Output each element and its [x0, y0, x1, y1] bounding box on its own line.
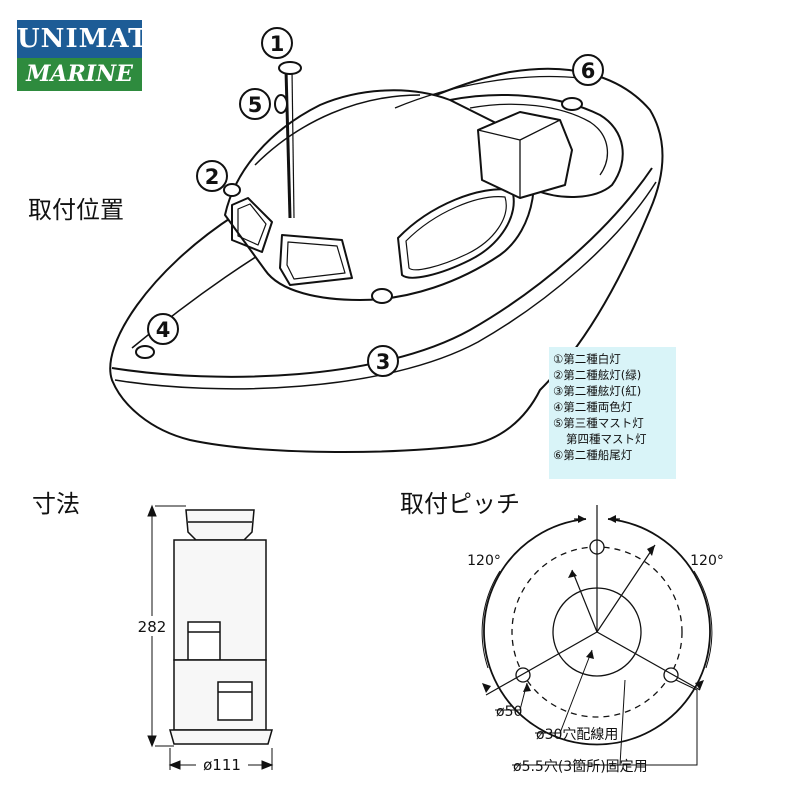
- light-5-masthead: [274, 94, 288, 114]
- callout-3: 3: [367, 345, 399, 377]
- light-4-bicolor: [135, 345, 155, 359]
- legend-item-2: ②第二種舷灯(緑): [553, 368, 642, 382]
- logo-line1: UNIMAT: [17, 20, 147, 58]
- angle-left-label: 120°: [467, 553, 501, 569]
- boat-seat: [477, 111, 573, 199]
- heading-dimensions: 寸法: [32, 490, 80, 518]
- legend-item-6: ⑥第二種船尾灯: [553, 448, 633, 462]
- window-front: [279, 234, 353, 286]
- svg-text:4: 4: [156, 318, 171, 342]
- heading-mounting-pitch: 取付ピッチ: [400, 490, 520, 518]
- pitch-diagram: [481, 505, 713, 766]
- boat-cockpit: [449, 94, 624, 198]
- fix-hole-left: [515, 667, 531, 683]
- legend-item-1: ①第二種白灯: [553, 352, 621, 366]
- leader-pcd: [495, 682, 528, 711]
- lamp-side-view: [169, 509, 273, 745]
- legend-item-5: ⑤第三種マスト灯: [553, 416, 644, 430]
- light-6-stern: [561, 97, 583, 111]
- mast: [284, 69, 292, 219]
- dimension-height-label: 282: [138, 618, 167, 636]
- boat-rubrail: [111, 167, 653, 378]
- light-legend: ①第二種白灯 ②第二種舷灯(緑) ③第二種舷灯(紅) ④第二種両色灯 ⑤第三種マ…: [549, 347, 676, 479]
- light-2-green: [223, 183, 241, 197]
- lamp-base: [169, 729, 273, 745]
- dimension-width-label: ø111: [203, 756, 241, 774]
- mast-light: [278, 61, 302, 75]
- svg-text:6: 6: [581, 59, 596, 83]
- leader-fix: [512, 679, 698, 766]
- light-3-red: [371, 288, 393, 304]
- callout-1: 1: [261, 27, 293, 59]
- fix-hole-right: [663, 667, 679, 683]
- callout-5: 5: [239, 88, 271, 120]
- callout-6: 6: [572, 54, 604, 86]
- center-hole-label: ø30穴配線用: [536, 727, 618, 743]
- lamp-lens: [185, 509, 255, 541]
- svg-text:2: 2: [205, 165, 220, 189]
- lamp-window-upper: [187, 621, 221, 661]
- svg-text:5: 5: [248, 93, 263, 117]
- angle-right-label: 120°: [690, 553, 724, 569]
- legend-item-3: ③第二種舷灯(紅): [553, 384, 642, 398]
- legend-item-4: ④第二種両色灯: [553, 400, 633, 414]
- callout-4: 4: [147, 313, 179, 345]
- svg-text:3: 3: [376, 350, 391, 374]
- boat-callouts: 1 5 2 6 4 3: [147, 27, 604, 377]
- pcd-label: ø50: [496, 704, 522, 720]
- svg-text:1: 1: [270, 32, 285, 56]
- leader-center: [535, 649, 593, 734]
- window-left: [231, 197, 273, 253]
- callout-2: 2: [196, 160, 228, 192]
- heading-mounting-position: 取付位置: [28, 196, 124, 224]
- window-side: [397, 188, 515, 279]
- logo-line2: MARINE: [17, 58, 142, 91]
- unimat-marine-logo: UNIMAT MARINE: [17, 20, 147, 91]
- outer-circle: [483, 518, 711, 746]
- boat-illustration: [109, 61, 664, 453]
- lamp-window-lower: [217, 681, 253, 721]
- legend-item-5b: 第四種マスト灯: [566, 432, 647, 446]
- fix-holes-label: ø5.5穴(3箇所)固定用: [513, 758, 648, 775]
